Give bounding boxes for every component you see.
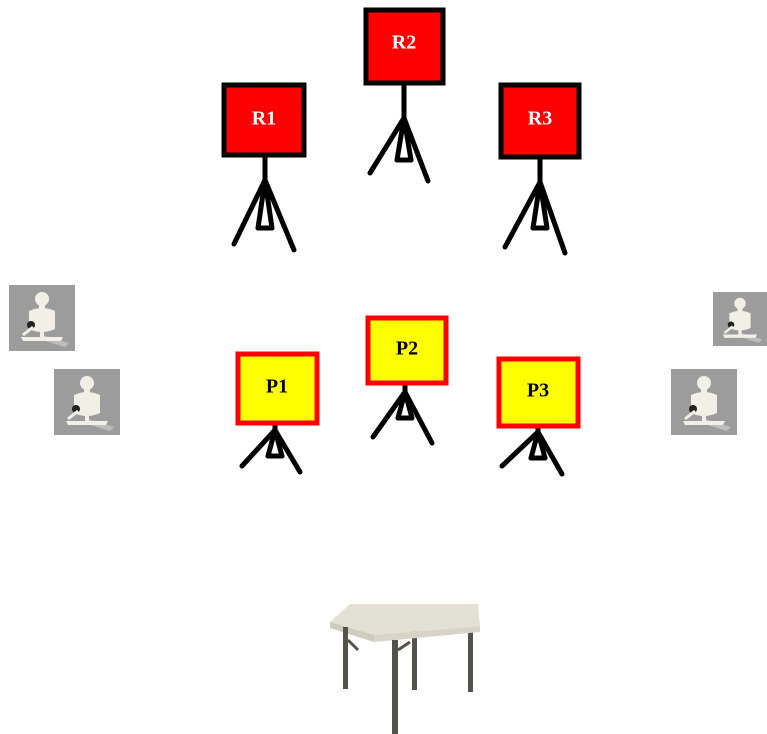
target-label: P3 xyxy=(527,380,549,402)
target-label: R1 xyxy=(252,108,276,130)
popper-target-icon xyxy=(713,290,767,348)
target-plate xyxy=(221,82,307,158)
paper-target-p2: P2 xyxy=(365,315,449,446)
target-stand xyxy=(502,154,568,256)
target-label: R3 xyxy=(528,108,552,130)
target-plate xyxy=(235,351,320,426)
steel-target-r2: R2 xyxy=(363,7,446,184)
paper-target-p1: P1 xyxy=(235,351,320,475)
popper-target-icon xyxy=(671,369,737,435)
target-stand xyxy=(367,81,431,184)
steel-target-r1: R1 xyxy=(221,82,307,253)
target-label: R2 xyxy=(392,32,416,54)
steel-target-r3: R3 xyxy=(498,82,582,256)
start-table-icon xyxy=(330,604,480,734)
target-label: P2 xyxy=(396,338,418,360)
target-plate xyxy=(496,356,581,429)
paper-target-p3: P3 xyxy=(496,356,581,477)
popper-target-icon xyxy=(9,285,75,351)
target-plate xyxy=(365,315,449,386)
target-stand xyxy=(239,420,303,475)
popper-target-icon xyxy=(54,369,120,435)
target-plate xyxy=(498,82,582,160)
target-stand xyxy=(499,423,565,477)
target-stand xyxy=(370,380,435,446)
target-label: P1 xyxy=(266,376,288,398)
target-stand xyxy=(231,152,297,253)
target-plate xyxy=(363,7,446,86)
